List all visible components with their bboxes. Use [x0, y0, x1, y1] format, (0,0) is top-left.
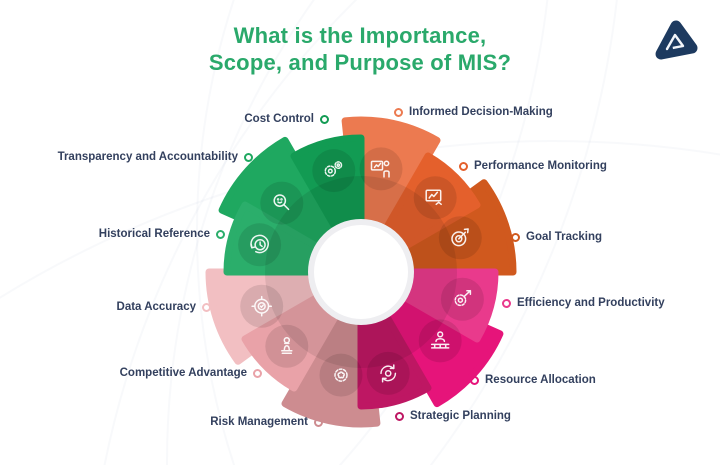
label-text: Data Accuracy — [116, 301, 196, 313]
chess-pawn-icon — [281, 336, 293, 354]
page-title: What is the Importance, Scope, and Purpo… — [0, 22, 720, 77]
label-transparency-accountability: Transparency and Accountability — [58, 151, 253, 163]
label-text: Efficiency and Productivity — [517, 297, 665, 309]
label-competitive-advantage: Competitive Advantage — [120, 367, 262, 379]
bullet-ring-icon — [314, 417, 323, 427]
icon-disc-transparency-accountability — [260, 181, 304, 225]
bullet-ring-icon — [395, 411, 404, 421]
target-coin-icon — [251, 295, 273, 317]
label-cost-control: Cost Control — [244, 113, 329, 125]
bullet-ring-icon — [253, 368, 262, 378]
gears-coin-icon — [324, 161, 343, 177]
label-strategic-planning: Strategic Planning — [395, 410, 511, 422]
bullet-ring-icon — [470, 375, 479, 385]
bullet-ring-icon — [320, 114, 329, 124]
label-text: Risk Management — [210, 416, 308, 428]
label-resource-allocation: Resource Allocation — [470, 374, 596, 386]
page-title-line1: What is the Importance, — [233, 23, 487, 48]
label-text: Transparency and Accountability — [57, 151, 238, 163]
presenter-chart-icon — [370, 160, 390, 178]
bullet-ring-icon — [459, 161, 468, 171]
label-performance-monitoring: Performance Monitoring — [459, 160, 607, 172]
label-text: Goal Tracking — [526, 231, 603, 243]
label-efficiency-productivity: Efficiency and Productivity — [502, 297, 665, 309]
label-text: Informed Decision-Making — [409, 106, 553, 118]
label-goal-tracking: Goal Tracking — [511, 231, 602, 243]
icon-disc-risk-management — [319, 353, 363, 397]
icon-disc-resource-allocation — [418, 319, 462, 363]
bullet-ring-icon — [394, 107, 403, 117]
label-text: Performance Monitoring — [474, 160, 607, 172]
bullet-ring-icon — [244, 152, 253, 162]
triangle-swirl-logo-icon — [650, 18, 700, 68]
person-allocation-icon — [430, 331, 450, 349]
target-arrow-icon — [451, 228, 469, 247]
center-circle — [314, 225, 408, 319]
icon-disc-cost-control — [312, 149, 356, 193]
label-text: Competitive Advantage — [119, 367, 247, 379]
gear-arrow-icon — [454, 289, 472, 307]
label-text: Strategic Planning — [410, 410, 511, 422]
clock-refresh-icon — [250, 234, 269, 254]
bullet-ring-icon — [502, 298, 511, 308]
icon-disc-performance-monitoring — [413, 176, 457, 220]
monitor-analytics-icon — [425, 189, 442, 206]
magnifier-person-icon — [273, 194, 290, 211]
label-text: Resource Allocation — [485, 374, 596, 386]
bullet-ring-icon — [202, 302, 211, 312]
label-text: Historical Reference — [98, 228, 210, 240]
label-historical-reference: Historical Reference — [99, 228, 225, 240]
icon-disc-informed-decision-making — [359, 147, 403, 191]
refresh-brain-icon — [380, 364, 397, 383]
icon-disc-strategic-planning — [366, 351, 410, 395]
label-informed-decision-making: Informed Decision-Making — [394, 106, 553, 118]
gear-brain-icon — [334, 368, 348, 382]
label-data-accuracy: Data Accuracy — [117, 301, 211, 313]
bullet-ring-icon — [511, 232, 520, 242]
page-title-line2: Scope, and Purpose of MIS? — [208, 50, 512, 76]
label-text: Cost Control — [244, 113, 314, 125]
label-risk-management: Risk Management — [210, 416, 323, 428]
bullet-ring-icon — [216, 229, 225, 239]
